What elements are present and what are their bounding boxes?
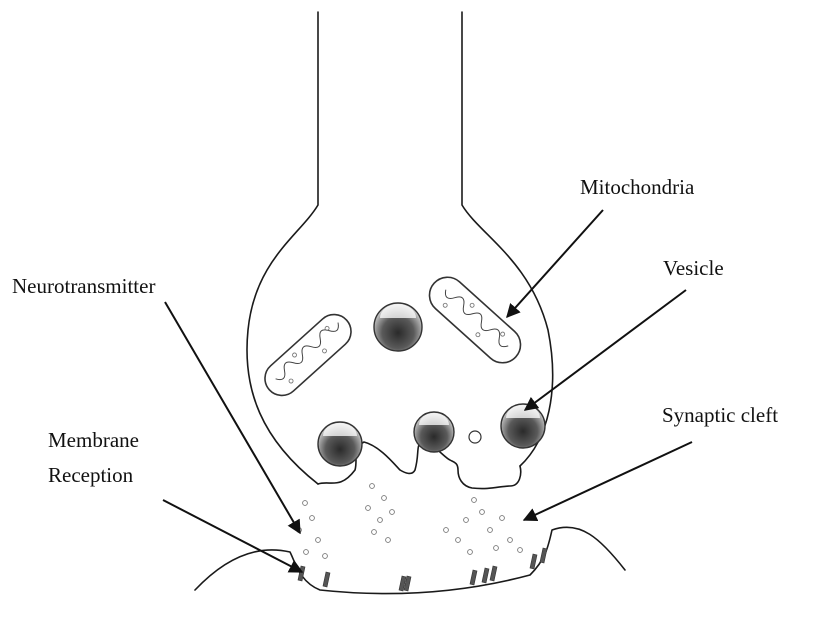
label-reception: Reception (48, 463, 134, 487)
postsynaptic-membrane (195, 527, 625, 593)
mitochondrion-left (258, 308, 358, 403)
vesicle-left (318, 422, 362, 466)
vesicle-right (501, 404, 545, 448)
axon-stem-right (462, 12, 553, 466)
label-neurotransmitter: Neurotransmitter (12, 274, 155, 298)
receptor-marks (298, 548, 547, 591)
arrow-synaptic-cleft (524, 442, 692, 520)
mitochondrion-right (422, 270, 528, 370)
vesicle-top (374, 303, 422, 351)
label-membrane: Membrane (48, 428, 139, 452)
axon-stem-left (247, 12, 318, 484)
arrow-vesicle (525, 290, 686, 410)
label-vesicle: Vesicle (663, 256, 724, 280)
arrow-neurotransmitter (165, 302, 300, 533)
vesicle-middle (414, 412, 454, 452)
small-vesicle (469, 431, 481, 443)
annotation-arrows (163, 210, 692, 572)
label-synaptic-cleft: Synaptic cleft (662, 403, 778, 427)
arrow-mitochondria (507, 210, 603, 317)
arrow-membrane-reception (163, 500, 302, 572)
label-mitochondria: Mitochondria (580, 175, 695, 199)
neurotransmitter-molecules (297, 484, 523, 559)
postsynaptic-cell (195, 527, 625, 593)
